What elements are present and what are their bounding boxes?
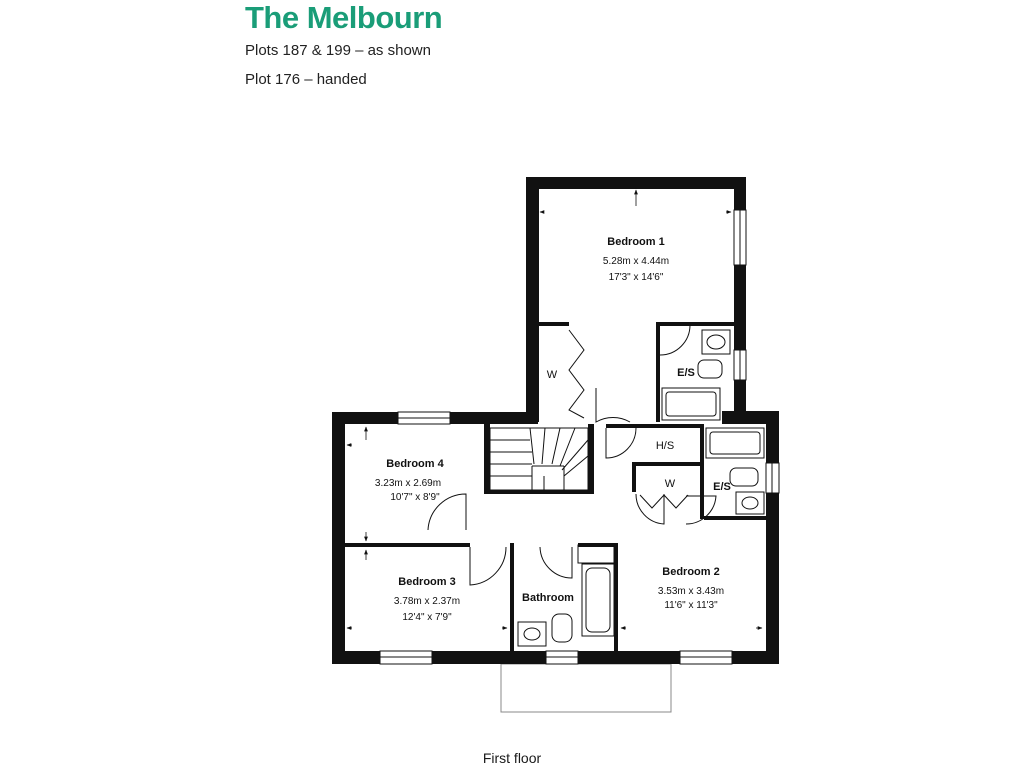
staircase [489,427,589,491]
svg-text:3.23m x 2.69m: 3.23m x 2.69m [375,478,441,489]
plots-as-shown: Plots 187 & 199 – as shown [245,42,431,59]
plots-handed: Plot 176 – handed [245,71,367,88]
bathroom-label: Bathroom [522,592,574,604]
wardrobe-1-label: W [547,369,558,381]
svg-text:10'7" x 8'9": 10'7" x 8'9" [390,492,440,503]
svg-text:5.28m x 4.44m: 5.28m x 4.44m [603,256,669,267]
ensuite-2-label: E/S [713,481,731,493]
fixtures [517,329,765,647]
svg-text:Bedroom 1: Bedroom 1 [607,236,664,248]
svg-text:Bedroom 4: Bedroom 4 [386,458,444,470]
svg-text:12'4" x 7'9": 12'4" x 7'9" [402,612,452,623]
balcony-outline [500,663,672,713]
svg-text:3.78m x 2.37m: 3.78m x 2.37m [394,596,460,607]
door-swings [427,324,717,586]
bedroom-2-label: Bedroom 2 3.53m x 3.43m 11'6" x 11'3" [658,566,724,611]
svg-text:3.53m x 3.43m: 3.53m x 3.43m [658,586,724,597]
svg-text:17'3" x 14'6": 17'3" x 14'6" [609,272,664,283]
wardrobe-2-label: W [665,478,676,490]
hot-store-label: H/S [656,440,674,452]
dimension-arrows [346,189,763,630]
bedroom-3-label: Bedroom 3 3.78m x 2.37m 12'4" x 7'9" [394,576,460,623]
svg-text:Bedroom 3: Bedroom 3 [398,576,455,588]
bedroom-4-label: Bedroom 4 3.23m x 2.69m 10'7" x 8'9" [375,458,445,503]
floor-label: First floor [482,750,542,766]
svg-text:Bedroom 2: Bedroom 2 [662,566,719,578]
page-title: The Melbourn [245,0,443,35]
bedroom-1-label: Bedroom 1 5.28m x 4.44m 17'3" x 14'6" [603,236,669,283]
wardrobe-doors [568,329,689,509]
svg-text:11'6" x 11'3": 11'6" x 11'3" [664,600,718,611]
ensuite-1-label: E/S [677,367,695,379]
